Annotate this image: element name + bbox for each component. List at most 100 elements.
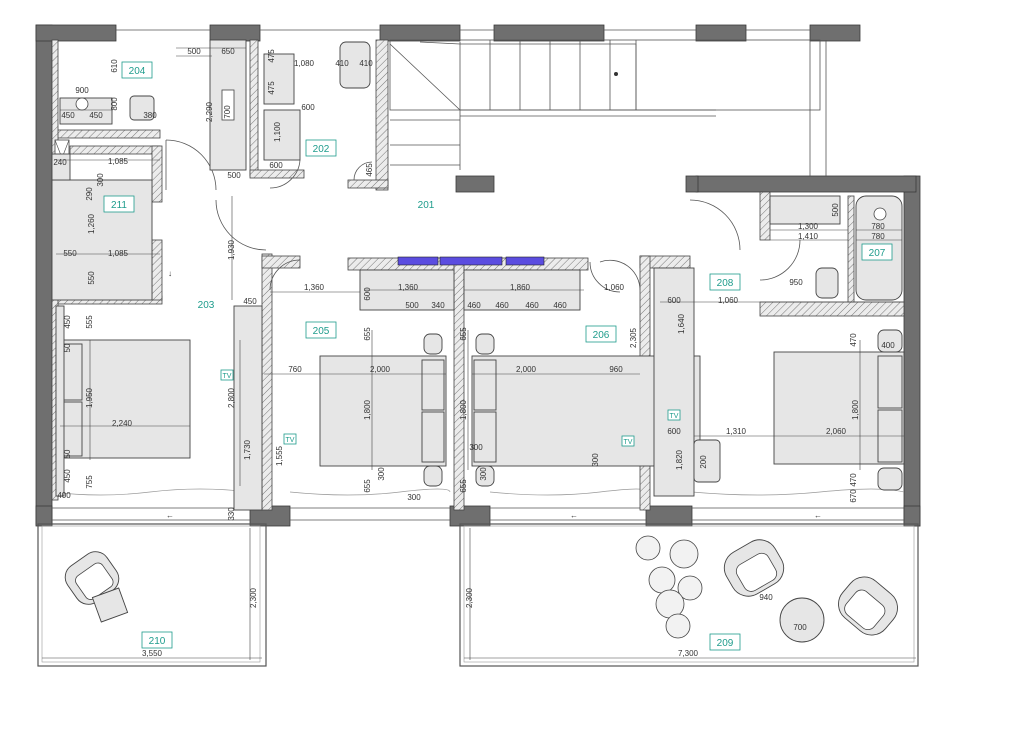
dimension-label: 2,060 bbox=[826, 427, 847, 436]
dimension-label: 1,555 bbox=[275, 445, 284, 466]
dimension-label: 3,550 bbox=[142, 649, 163, 658]
dimension-label: 500 bbox=[187, 47, 201, 56]
label: TV bbox=[670, 413, 679, 420]
dimension-label: 600 bbox=[301, 103, 315, 112]
dimension-label: 500 bbox=[405, 301, 419, 310]
dimension-label: 655 bbox=[363, 479, 372, 493]
dimension-label: 700 bbox=[793, 623, 807, 632]
room-number: 201 bbox=[418, 200, 435, 211]
dimension-label: 330 bbox=[227, 507, 236, 521]
tv-icon: TV bbox=[220, 369, 234, 381]
plants bbox=[635, 535, 703, 639]
dimension-label: 300 bbox=[407, 493, 421, 502]
dimension-label: 755 bbox=[85, 475, 94, 489]
dimension-label: 2,305 bbox=[629, 327, 638, 348]
room-number: 207 bbox=[869, 248, 886, 259]
tv-markers: TV TV TV TV bbox=[220, 369, 681, 447]
room-label-202: 202 bbox=[305, 139, 337, 157]
label: TV bbox=[223, 373, 232, 380]
dimension-label: 700 bbox=[223, 105, 232, 119]
dimension-label: 1,260 bbox=[87, 213, 96, 234]
dimension-label: 2,000 bbox=[370, 365, 391, 374]
dimension-label: 410 bbox=[359, 59, 373, 68]
dimension-label: 1,730 bbox=[243, 439, 252, 460]
arrow-left-icon: ← bbox=[570, 511, 578, 520]
dimension-label: 400 bbox=[57, 491, 71, 500]
dimension-label: 2,300 bbox=[249, 587, 258, 608]
dimension-label: 400 bbox=[881, 341, 895, 350]
dimension-label: 460 bbox=[495, 301, 509, 310]
dimension-label: 300 bbox=[96, 173, 105, 187]
dimension-label: 1,085 bbox=[108, 157, 129, 166]
arrow-down-icon: ↓ bbox=[168, 269, 172, 278]
arrow-left-icon: ← bbox=[814, 511, 822, 520]
room-label-206: 206 bbox=[585, 325, 617, 343]
tv-icon: TV bbox=[621, 435, 635, 447]
dimension-label: 465 bbox=[365, 163, 374, 177]
dimension-label: 410 bbox=[335, 59, 349, 68]
dimension-label: 460 bbox=[467, 301, 481, 310]
dimension-label: 600 bbox=[667, 296, 681, 305]
dimension-label: 200 bbox=[699, 455, 708, 469]
room-number: 206 bbox=[593, 330, 610, 341]
dimension-label: 950 bbox=[789, 278, 803, 287]
dimension-label: 780 bbox=[871, 232, 885, 241]
dimension-label: 1,360 bbox=[398, 283, 419, 292]
balconies bbox=[37, 523, 919, 667]
dimension-label: 760 bbox=[288, 365, 302, 374]
dimension-label: 1,800 bbox=[363, 399, 372, 420]
tv-icon: TV bbox=[283, 433, 297, 445]
dimension-label: 450 bbox=[243, 297, 257, 306]
dimension-label: 960 bbox=[609, 365, 623, 374]
dimension-label: 1,640 bbox=[677, 313, 686, 334]
tv-icon: TV bbox=[667, 409, 681, 421]
exterior-walls bbox=[35, 24, 921, 527]
dimension-label: 655 bbox=[363, 327, 372, 341]
dimension-label: 655 bbox=[459, 327, 468, 341]
dimension-label: 470 bbox=[849, 473, 858, 487]
dimension-label: 2,800 bbox=[227, 387, 236, 408]
dimension-label: 380 bbox=[143, 111, 157, 120]
dimension-label: 600 bbox=[363, 287, 372, 301]
dimension-label: 50 bbox=[63, 343, 72, 352]
room-number: 202 bbox=[313, 144, 330, 155]
dimension-label: 600 bbox=[269, 161, 283, 170]
bathroom-fixtures bbox=[54, 39, 903, 301]
dimension-label: 2,290 bbox=[205, 101, 214, 122]
dimension-label: 240 bbox=[53, 158, 67, 167]
dimension-label: 2,000 bbox=[516, 365, 537, 374]
dimension-label: 2,240 bbox=[112, 419, 133, 428]
dimension-label: 7,300 bbox=[678, 649, 699, 658]
dimension-label: 290 bbox=[85, 187, 94, 201]
dimension-label: 1,300 bbox=[798, 222, 819, 231]
dimension-label: 475 bbox=[267, 49, 276, 63]
dimension-label: 300 bbox=[469, 443, 483, 452]
dimension-label: 1,100 bbox=[273, 121, 282, 142]
dimension-texts: 650 500 610 900 450 450 800 380 2,290 70… bbox=[53, 47, 895, 658]
dimension-label: 1,930 bbox=[227, 239, 236, 260]
dimension-label: 460 bbox=[553, 301, 567, 310]
dimension-label: 475 bbox=[267, 81, 276, 95]
dimension-label: 1,060 bbox=[604, 283, 625, 292]
room-label-203: 203 bbox=[198, 300, 215, 311]
room-label-210: 210 bbox=[141, 631, 173, 649]
dimension-label: 2,300 bbox=[465, 587, 474, 608]
dimension-label: 450 bbox=[61, 111, 75, 120]
dimension-label: 655 bbox=[459, 479, 468, 493]
direction-arrows: ↓ ← ← ← bbox=[166, 269, 822, 520]
dimension-label: 1,310 bbox=[726, 427, 747, 436]
dimension-label: 1,085 bbox=[108, 249, 129, 258]
dimension-label: 555 bbox=[85, 315, 94, 329]
dimension-label: 1,820 bbox=[675, 449, 684, 470]
dimension-label: 450 bbox=[63, 315, 72, 329]
dimension-label: 450 bbox=[89, 111, 103, 120]
dimension-lines bbox=[42, 47, 916, 660]
dimension-label: 1,080 bbox=[294, 59, 315, 68]
dimension-label: 300 bbox=[591, 453, 600, 467]
dimension-label: 1,950 bbox=[85, 387, 94, 408]
dimension-label: 670 bbox=[849, 489, 858, 503]
room-label-211: 211 bbox=[103, 195, 135, 213]
room-number: 209 bbox=[717, 638, 734, 649]
room-number: 211 bbox=[111, 200, 127, 211]
dimension-label: 470 bbox=[849, 333, 858, 347]
